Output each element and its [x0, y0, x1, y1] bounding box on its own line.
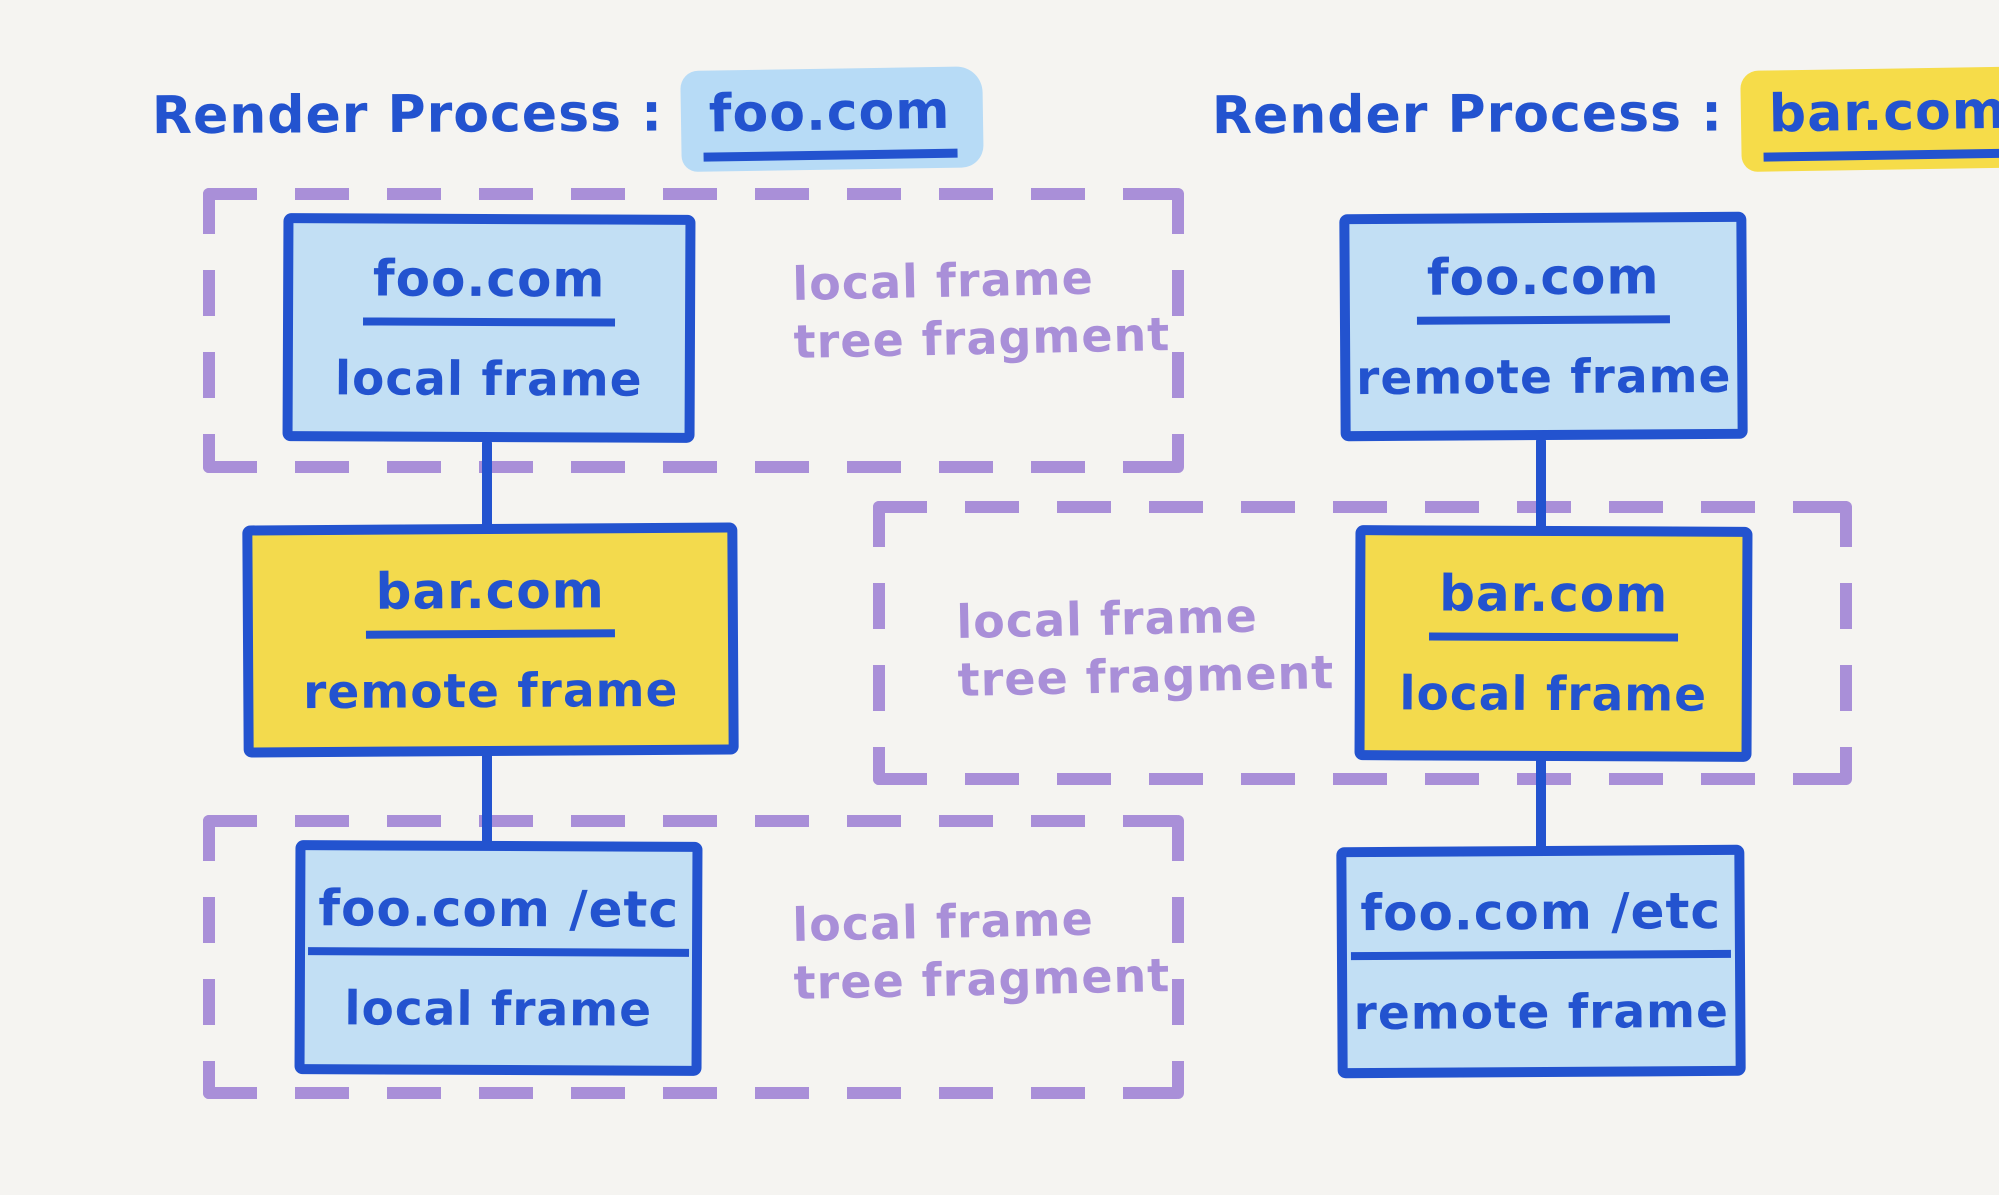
node-fooetc-remote-frame: foo.com /etc remote frame: [1336, 844, 1746, 1079]
dashed-border-right: [1172, 188, 1184, 473]
fragment-label-middle-right: local frame tree fragment: [956, 586, 1335, 709]
node-domain: bar.com: [1428, 564, 1679, 642]
node-domain: foo.com /etc: [308, 878, 690, 957]
dashed-border-top: [873, 501, 1852, 513]
render-process-title-prefix: Render Process :: [1211, 83, 1724, 147]
local-frame-tree-fragment-box-top-left: [203, 188, 1184, 473]
fragment-label-line1: local frame: [791, 891, 1095, 952]
edge-bar-to-fooetc-left: [482, 750, 492, 850]
title-domain-bar: bar.com: [1762, 80, 1999, 162]
node-bar-remote-frame: bar.com remote frame: [242, 522, 739, 758]
local-frame-tree-fragment-box-middle-right: [873, 501, 1852, 785]
dashed-border-top: [203, 815, 1184, 827]
node-domain: bar.com: [365, 560, 616, 639]
node-foo-local-frame: foo.com local frame: [282, 213, 696, 443]
edge-foo-to-bar-right: [1536, 436, 1546, 536]
dashed-border-top: [203, 188, 1184, 200]
node-frame-kind: remote frame: [303, 662, 679, 720]
node-frame-kind: remote frame: [1356, 348, 1732, 407]
render-process-title-foo: Render Process : foo.com: [151, 66, 984, 173]
fragment-label-line2: tree fragment: [793, 947, 1171, 1010]
node-domain: foo.com: [1416, 247, 1670, 325]
dashed-border-left: [203, 188, 215, 473]
node-frame-kind: local frame: [334, 350, 643, 408]
local-frame-tree-fragment-box-bottom-left: [203, 815, 1184, 1099]
node-domain: foo.com: [362, 248, 616, 327]
fragment-label-line1: local frame: [955, 588, 1259, 649]
dashed-border-bottom: [203, 1087, 1184, 1099]
node-frame-kind: local frame: [1399, 666, 1708, 723]
fragment-label-bottom-left: local frame tree fragment: [792, 889, 1171, 1012]
fragment-label-line2: tree fragment: [957, 644, 1335, 707]
dashed-border-right: [1172, 815, 1184, 1099]
fragment-label-line1: local frame: [791, 250, 1095, 311]
dashed-border-bottom: [203, 461, 1184, 473]
node-frame-kind: local frame: [344, 980, 653, 1038]
dashed-border-right: [1840, 501, 1852, 785]
node-domain: foo.com /etc: [1350, 881, 1732, 961]
dashed-border-bottom: [873, 773, 1852, 785]
render-process-title-bar: Render Process : bar.com: [1211, 66, 1999, 173]
node-fooetc-local-frame: foo.com /etc local frame: [294, 840, 703, 1076]
dashed-border-left: [203, 815, 215, 1099]
title-domain-highlight-bar: bar.com: [1740, 66, 1999, 172]
edge-foo-to-bar-left: [482, 438, 492, 534]
fragment-label-line2: tree fragment: [793, 306, 1171, 369]
edge-bar-to-fooetc-right: [1536, 756, 1546, 856]
fragment-label-top-left: local frame tree fragment: [792, 248, 1171, 371]
title-domain-highlight-foo: foo.com: [680, 66, 984, 172]
node-foo-remote-frame: foo.com remote frame: [1339, 211, 1748, 442]
render-process-title-prefix: Render Process :: [151, 83, 664, 147]
node-bar-local-frame: bar.com local frame: [1354, 525, 1753, 762]
dashed-border-left: [873, 501, 885, 785]
title-domain-foo: foo.com: [702, 80, 958, 162]
node-frame-kind: remote frame: [1353, 983, 1730, 1042]
